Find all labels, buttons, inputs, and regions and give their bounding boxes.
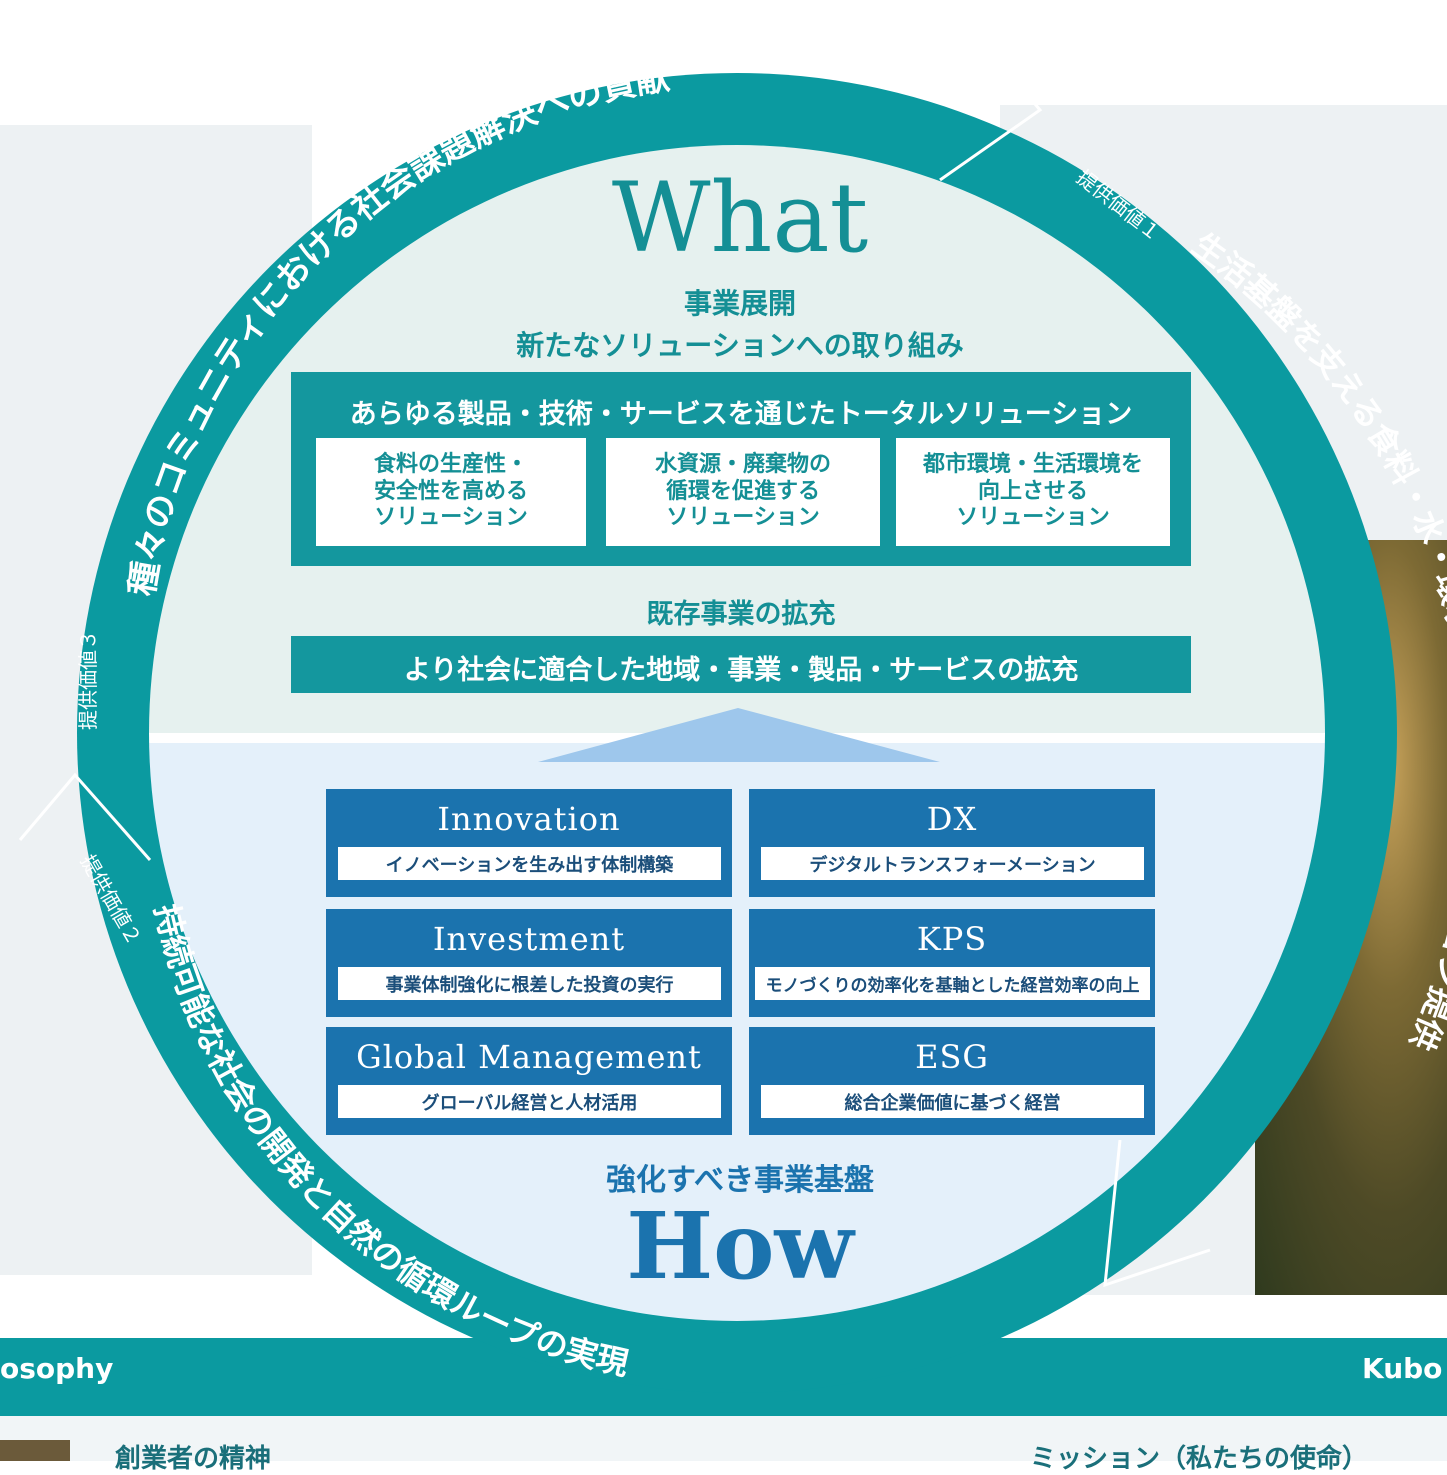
card-esg-title: ESG [915,1038,989,1076]
how-heading: 強化すべき事業基盤 [606,1163,874,1198]
card-global-sub: グローバル経営と人材活用 [338,1085,721,1118]
solution-water: 水資源・廃棄物の循環を促進するソリューション [606,438,880,546]
what-subtitle-business: 事業展開 [683,287,796,320]
card-innovation-sub: イノベーションを生み出す体制構築 [338,847,721,880]
founder-photo [0,1440,70,1461]
philosophy-heading: osophy [0,1352,114,1385]
card-esg-sub: 総合企業価値に基づく経営 [761,1085,1144,1118]
total-solution-title: あらゆる製品・技術・サービスを通じたトータルソリューション [349,399,1133,430]
card-innovation-title: Innovation [437,800,621,838]
card-investment-title: Investment [432,920,626,958]
ring-arrow-left [18,772,152,861]
solution-food: 食料の生産性・安全性を高めるソリューション [316,438,586,546]
card-kps-title: KPS [916,920,988,958]
value-label-3: 提供価値３ [76,630,100,730]
card-dx-sub: デジタルトランスフォーメーション [761,847,1144,880]
card-investment-sub: 事業体制強化に根差した投資の実行 [338,967,721,1000]
how-title: How [626,1192,854,1300]
below-band [0,1416,1447,1461]
kubota-heading: Kubo [1362,1352,1443,1385]
existing-business-bar [291,636,1191,693]
solution-urban: 都市環境・生活環境を向上させるソリューション [896,438,1170,546]
existing-business-text: より社会に適合した地域・事業・製品・サービスの拡充 [403,655,1079,686]
card-kps-sub: モノづくりの効率化を基軸とした経営効率の向上 [755,967,1150,1000]
ring-arrow-bottom-right [1103,1139,1211,1288]
existing-business-heading: 既存事業の拡充 [646,599,836,630]
card-global-title: Global Management [356,1038,702,1076]
card-dx-title: DX [926,800,978,838]
up-arrow [538,708,940,762]
what-subtitle-new-solutions: 新たなソリューションへの取り組み [516,329,964,362]
what-title: What [611,162,869,274]
ring-arrow-top-right [939,49,1043,182]
